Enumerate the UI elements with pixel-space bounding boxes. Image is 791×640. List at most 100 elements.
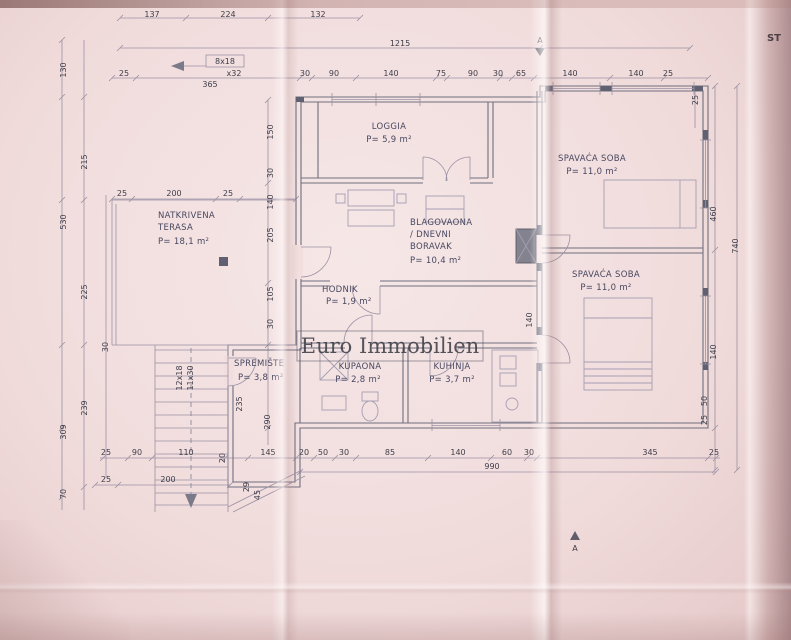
dim-label: 25 (119, 69, 129, 78)
stairs (154, 54, 306, 513)
wall-piers (219, 86, 708, 371)
dim-label: 140 (383, 69, 398, 78)
dim-label: 990 (484, 462, 499, 471)
room-label-living-2: / DNEVNI (410, 230, 451, 240)
room-label-living-3: BORAVAK (410, 242, 452, 252)
dim-label: 90 (468, 69, 478, 78)
section-flag-bottom (570, 531, 580, 540)
section-markers: A A ST (535, 33, 781, 553)
dim-label: 140 (709, 344, 718, 359)
dim-label: 75 (436, 69, 446, 78)
dim-label: 145 (260, 448, 275, 457)
stair-direction-arrow (185, 494, 197, 508)
dim-label: 105 (266, 286, 275, 301)
room-label-bath: KUPAONA (339, 362, 382, 372)
dim-label: 90 (132, 448, 142, 457)
room-label-hall: HODNIK (322, 285, 358, 295)
dim-label: 30 (339, 448, 349, 457)
dim-label: 25 (101, 475, 111, 484)
dim-label: 460 (709, 206, 718, 221)
dim-label: 50 (700, 396, 709, 406)
dim-label: 530 (59, 214, 68, 229)
dim-label: 25 (700, 415, 709, 425)
room-area-terrace: P= 18,1 m² (158, 237, 209, 247)
room-label-storage: SPREMIŠTE (234, 357, 284, 369)
dim-label: 150 (266, 124, 275, 139)
stair-note-arrow (171, 61, 184, 71)
dim-label: 30 (266, 319, 275, 329)
dim-label: 29 (242, 482, 251, 492)
dim-label: 85 (385, 448, 395, 457)
watermark: Euro Immobilien (296, 330, 484, 362)
section-marker-top: A (537, 36, 543, 45)
dimension-lines (58, 14, 741, 510)
dim-label: 90 (329, 69, 339, 78)
dim-label: 30 (524, 448, 534, 457)
dim-label: 140 (562, 69, 577, 78)
dim-label: 200 (166, 189, 181, 198)
dim-label: 239 (80, 400, 89, 415)
room-label-loggia: LOGGIA (372, 122, 406, 132)
room-area-loggia: P= 5,9 m² (366, 135, 412, 145)
dim-label: 205 (266, 227, 275, 242)
dim-label: 137 (144, 10, 159, 19)
dimension-labels: 137 224 132 1215 25 30 90 140 75 90 30 6… (59, 10, 740, 500)
dim-label: 290 (263, 414, 272, 429)
stair-note: 365 (202, 80, 217, 89)
stair-note: x32 (227, 69, 242, 78)
furniture (319, 179, 697, 423)
dim-label: 30 (266, 168, 275, 178)
dim-label: 140 (450, 448, 465, 457)
room-area-bedroom2: P= 11,0 m² (580, 283, 631, 293)
room-label-bedroom1: SPAVAĆA SOBA (558, 152, 626, 164)
dim-label: 30 (300, 69, 310, 78)
stair-note: 8x18 (215, 57, 235, 66)
room-area-bath: P= 2,8 m² (335, 375, 381, 385)
dim-label: 30 (101, 342, 110, 352)
dim-label: 740 (731, 238, 740, 253)
room-area-kitchen: P= 3,7 m² (429, 375, 475, 385)
dim-label: 140 (628, 69, 643, 78)
dim-label: 60 (502, 448, 512, 457)
watermark-text: Euro Immobilien (301, 334, 480, 358)
dim-label: 20 (299, 448, 309, 457)
corner-text: ST (767, 33, 781, 44)
dim-label: 20 (218, 453, 227, 463)
dim-label: 25 (101, 448, 111, 457)
section-marker-bottom: A (572, 544, 578, 553)
dim-label: 70 (59, 489, 68, 499)
room-label-terrace-1: NATKRIVENA (158, 211, 215, 221)
room-label-bedroom2: SPAVAĆA SOBA (572, 268, 640, 280)
dim-label: 132 (310, 10, 325, 19)
dim-label: 110 (178, 448, 193, 457)
room-label-kitchen: KUHINJA (433, 362, 470, 372)
dim-label: 25 (691, 95, 700, 105)
dim-label: 25 (117, 189, 127, 198)
dim-label: 50 (318, 448, 328, 457)
room-area-living: P= 10,4 m² (410, 256, 461, 266)
dim-label: 235 (235, 396, 244, 411)
dim-label: 45 (253, 490, 262, 500)
dim-label: 200 (160, 475, 175, 484)
dim-label: 309 (59, 424, 68, 439)
stairs-count-label: 11x30 (186, 365, 195, 390)
room-area-hall: P= 1,9 m² (326, 297, 372, 307)
stairs-count-label: 12x18 (175, 365, 184, 390)
room-area-storage: P= 3,8 m² (238, 373, 284, 383)
dim-label: 140 (525, 312, 534, 327)
dim-label: 25 (709, 448, 719, 457)
dim-label: 215 (80, 154, 89, 169)
dim-label: 130 (59, 62, 68, 77)
room-label-terrace-2: TERASA (157, 223, 193, 233)
dim-label: 224 (220, 10, 235, 19)
dim-label: 345 (642, 448, 657, 457)
room-label-living-1: BLAGOVAONA (410, 218, 472, 228)
dim-label: 225 (80, 284, 89, 299)
room-labels: LOGGIA P= 5,9 m² SPAVAĆA SOBA P= 11,0 m²… (157, 122, 640, 385)
dim-label: 140 (266, 194, 275, 209)
dim-label: 65 (516, 69, 526, 78)
dim-label: 1215 (390, 39, 410, 48)
dim-label: 25 (663, 69, 673, 78)
